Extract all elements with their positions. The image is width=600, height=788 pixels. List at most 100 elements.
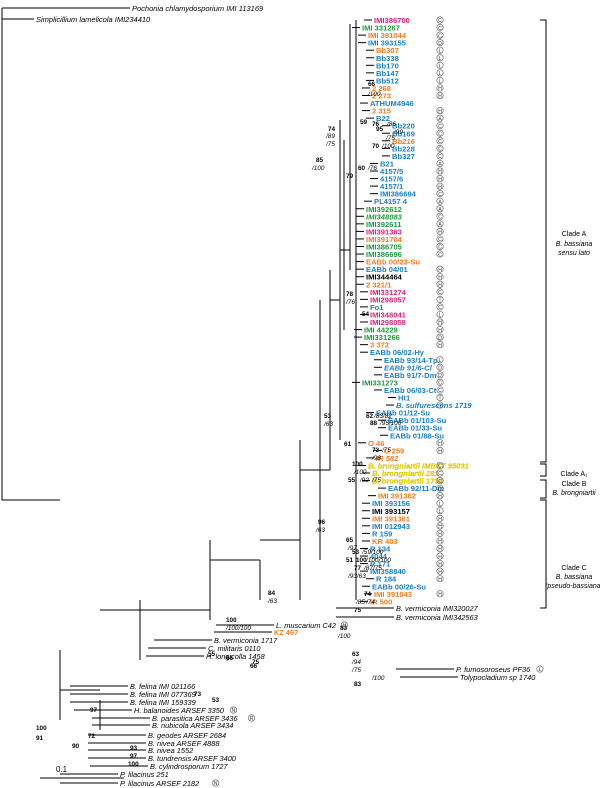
support-value: 91 — [36, 735, 44, 742]
taxon-label: EABb 00/23-Su — [366, 258, 420, 267]
taxon-label: Bb228 — [392, 144, 415, 153]
taxon-label: EABb 93/14-Tp — [384, 356, 438, 365]
host-letter: L — [439, 358, 442, 364]
clade-subtitle: B. bassiana — [556, 241, 593, 248]
host-circle-icon — [436, 371, 444, 379]
host-circle-icon — [436, 341, 444, 349]
host-circle-icon — [436, 205, 444, 213]
host-letter: R — [250, 716, 254, 722]
support-value: /89 — [325, 133, 335, 140]
host-letter: C — [438, 305, 442, 311]
host-letter: H — [438, 562, 442, 568]
host-circle-icon — [436, 227, 444, 235]
taxon-label: Fo1 — [370, 303, 384, 312]
host-letter: C — [438, 252, 442, 258]
host-letter: C — [438, 215, 442, 221]
host-circle-icon — [436, 220, 444, 228]
taxon-label: EABb 91/6-Cl — [384, 363, 433, 372]
host-circle-icon — [436, 152, 444, 160]
support-value: /100 — [371, 675, 385, 682]
host-letter: L — [439, 56, 442, 62]
support-value: 53 — [352, 549, 360, 556]
host-letter: H — [438, 169, 442, 175]
host-circle-icon — [436, 363, 444, 371]
host-letter: L — [539, 667, 542, 673]
host-circle-icon — [436, 39, 444, 47]
support-value: 79 — [346, 173, 354, 180]
support-value: 83 — [354, 681, 362, 688]
host-letter: H — [438, 328, 442, 334]
lower-taxon-label: B. vermiconia IMI320027 — [396, 604, 479, 613]
lower-taxon-label: B. nivea ARSEF 4888 — [148, 739, 220, 748]
lower-taxon-label: B. vermiconia 1717 — [214, 636, 278, 645]
host-circle-icon — [436, 484, 444, 492]
host-circle-icon — [212, 779, 220, 787]
host-letter: H — [438, 343, 442, 349]
taxon-label: Bb220 — [392, 122, 415, 131]
host-circle-icon — [436, 560, 444, 568]
taxon-label: B. brongniartii 281 — [372, 469, 439, 478]
support-value: /100/100 — [365, 557, 391, 564]
host-letter: L — [439, 71, 442, 77]
taxon-label: B. brongniartii IMBST 95031 — [368, 461, 469, 470]
support-value: 65 — [346, 537, 354, 544]
support-value: 73 — [372, 447, 380, 454]
support-value: /86 — [386, 121, 396, 128]
host-letter: H — [438, 569, 442, 575]
host-letter: H — [438, 517, 442, 523]
taxon-label: IR 582 — [376, 454, 399, 463]
host-circle-icon — [436, 122, 444, 130]
host-circle-icon — [436, 92, 444, 100]
host-circle-icon — [436, 235, 444, 243]
taxon-label: IMI 391043 — [374, 590, 412, 599]
support-value: 93 — [130, 745, 138, 752]
taxon-label: 2 321/1 — [366, 280, 392, 289]
support-value: /92 — [359, 477, 369, 484]
taxon-label: B22 — [376, 114, 390, 123]
host-circle-icon — [436, 552, 444, 560]
host-letter: H — [438, 275, 442, 281]
taxon-label: B21 — [380, 159, 395, 168]
host-letter: C — [438, 237, 442, 243]
taxon-label: IMI298058 — [370, 318, 406, 327]
support-value: /100 — [311, 165, 325, 172]
clade-bracket — [540, 479, 547, 499]
support-value: 90 — [72, 743, 80, 750]
support-value: /63 — [315, 527, 325, 534]
host-circle-icon — [436, 356, 444, 364]
host-circle-icon — [436, 318, 444, 326]
host-circle-icon — [436, 167, 444, 175]
taxon-label: Bb512 — [376, 76, 399, 85]
support-value: 74 — [328, 126, 336, 133]
lower-taxon-label: B. geodes ARSEF 2684 — [148, 731, 226, 740]
taxon-label: U 259 — [384, 446, 404, 455]
taxon-label: R 134 — [370, 545, 391, 554]
lower-taxon-label: P. fumosoroseus PF36 — [456, 665, 531, 674]
host-letter: C — [438, 124, 442, 130]
taxon-label: 3 372 — [370, 341, 389, 350]
support-value: /75 — [325, 141, 335, 148]
support-value: /98 — [371, 455, 381, 462]
tree-branches — [1, 7, 458, 784]
support-value: 54 — [362, 311, 370, 318]
support-value: 66 — [368, 81, 376, 88]
host-letter: H — [438, 230, 442, 236]
clade-bracket — [540, 19, 547, 463]
host-circle-icon — [436, 446, 444, 454]
taxon-label: IMI344464 — [366, 273, 403, 282]
support-value: 77 — [354, 565, 362, 572]
host-circle-icon — [436, 288, 444, 296]
lower-taxon-label: H. balanoides ARSEF 3350 — [134, 706, 225, 715]
support-value: /97 — [347, 545, 357, 552]
support-value: 66 — [250, 663, 258, 670]
host-circle-icon — [436, 401, 444, 409]
taxon-label: Ht1 — [398, 394, 411, 403]
host-circle-icon — [436, 46, 444, 54]
clade-subtitle: B. brongniartii — [552, 490, 596, 497]
support-value: /85 — [355, 599, 365, 606]
taxon-label: EABb 01/33-Su — [388, 424, 442, 433]
support-value: 75 — [252, 659, 260, 666]
host-circle-icon — [436, 76, 444, 84]
lower-taxon-label: B. parasitica ARSEF 3436 — [152, 714, 238, 723]
